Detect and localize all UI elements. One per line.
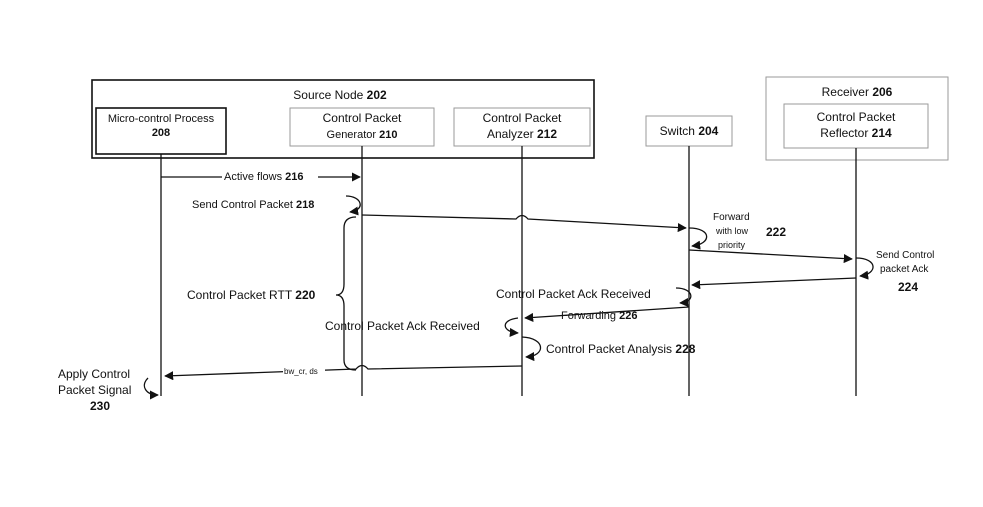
receiver-title: Receiver 206 <box>822 85 893 99</box>
bw-label-bg <box>283 366 325 376</box>
ack-received-analyzer-loop <box>504 317 519 338</box>
bw-arrow <box>164 364 523 381</box>
rtt-brace <box>335 216 357 371</box>
forward-label-2: with low <box>715 226 749 236</box>
send-ack-loop <box>855 257 874 280</box>
send-ack-label-1: Send Control <box>876 250 934 261</box>
analysis-label: Control Packet Analysis 228 <box>546 342 696 356</box>
send-control-packet-label: Send Control Packet 218 <box>192 199 314 211</box>
active-flows-label-bg <box>222 168 318 182</box>
source-node-group: Source Node 202 Micro-control Process 20… <box>91 79 595 159</box>
apply-label-2: Packet Signal <box>58 383 131 397</box>
send-control-packet-loop <box>345 195 361 216</box>
switch-to-reflector-arrow <box>688 249 853 264</box>
send-ack-number: 224 <box>898 280 918 294</box>
micro-control-number: 208 <box>152 127 170 139</box>
forwarding-arrow <box>524 306 690 322</box>
switch-group: Switch 204 <box>645 115 733 147</box>
receiver-box <box>765 76 949 161</box>
analysis-loop <box>521 336 542 362</box>
forward-label-1: Forward <box>713 212 750 223</box>
rtt-label: Control Packet RTT 220 <box>187 288 316 302</box>
forward-label-3: priority <box>718 240 746 250</box>
send-ack-label-2: packet Ack <box>880 264 929 275</box>
analyzer-label-1: Control Packet <box>483 111 562 125</box>
packet-to-switch-arrow <box>361 214 687 233</box>
bw-label: bw_cr, ds <box>284 367 318 376</box>
ack-received-switch-label: Control Packet Ack Received <box>496 287 651 301</box>
ack-to-switch-arrow <box>691 277 857 290</box>
source-node-box <box>91 79 595 159</box>
forward-loop <box>688 227 708 250</box>
generator-label-1: Control Packet <box>323 111 402 125</box>
forwarding-label: Forwarding 226 <box>561 310 637 322</box>
analyzer-label-2: Analyzer 212 <box>487 127 557 141</box>
apply-loop <box>143 377 159 400</box>
active-flows-label: Active flows 216 <box>224 171 304 183</box>
generator-label-2: Generator 210 <box>327 129 398 141</box>
reflector-label-1: Control Packet <box>817 110 896 124</box>
forward-number: 222 <box>766 225 786 239</box>
ack-received-switch-loop <box>675 287 692 308</box>
ack-received-analyzer-label: Control Packet Ack Received <box>325 319 480 333</box>
receiver-group: Receiver 206 Control Packet Reflector 21… <box>765 76 949 161</box>
switch-label: Switch 204 <box>660 124 719 138</box>
source-node-title: Source Node 202 <box>293 88 387 102</box>
apply-number: 230 <box>90 399 110 413</box>
micro-control-label: Micro-control Process <box>108 113 215 125</box>
apply-label-1: Apply Control <box>58 367 130 381</box>
reflector-label-2: Reflector 214 <box>820 126 892 140</box>
